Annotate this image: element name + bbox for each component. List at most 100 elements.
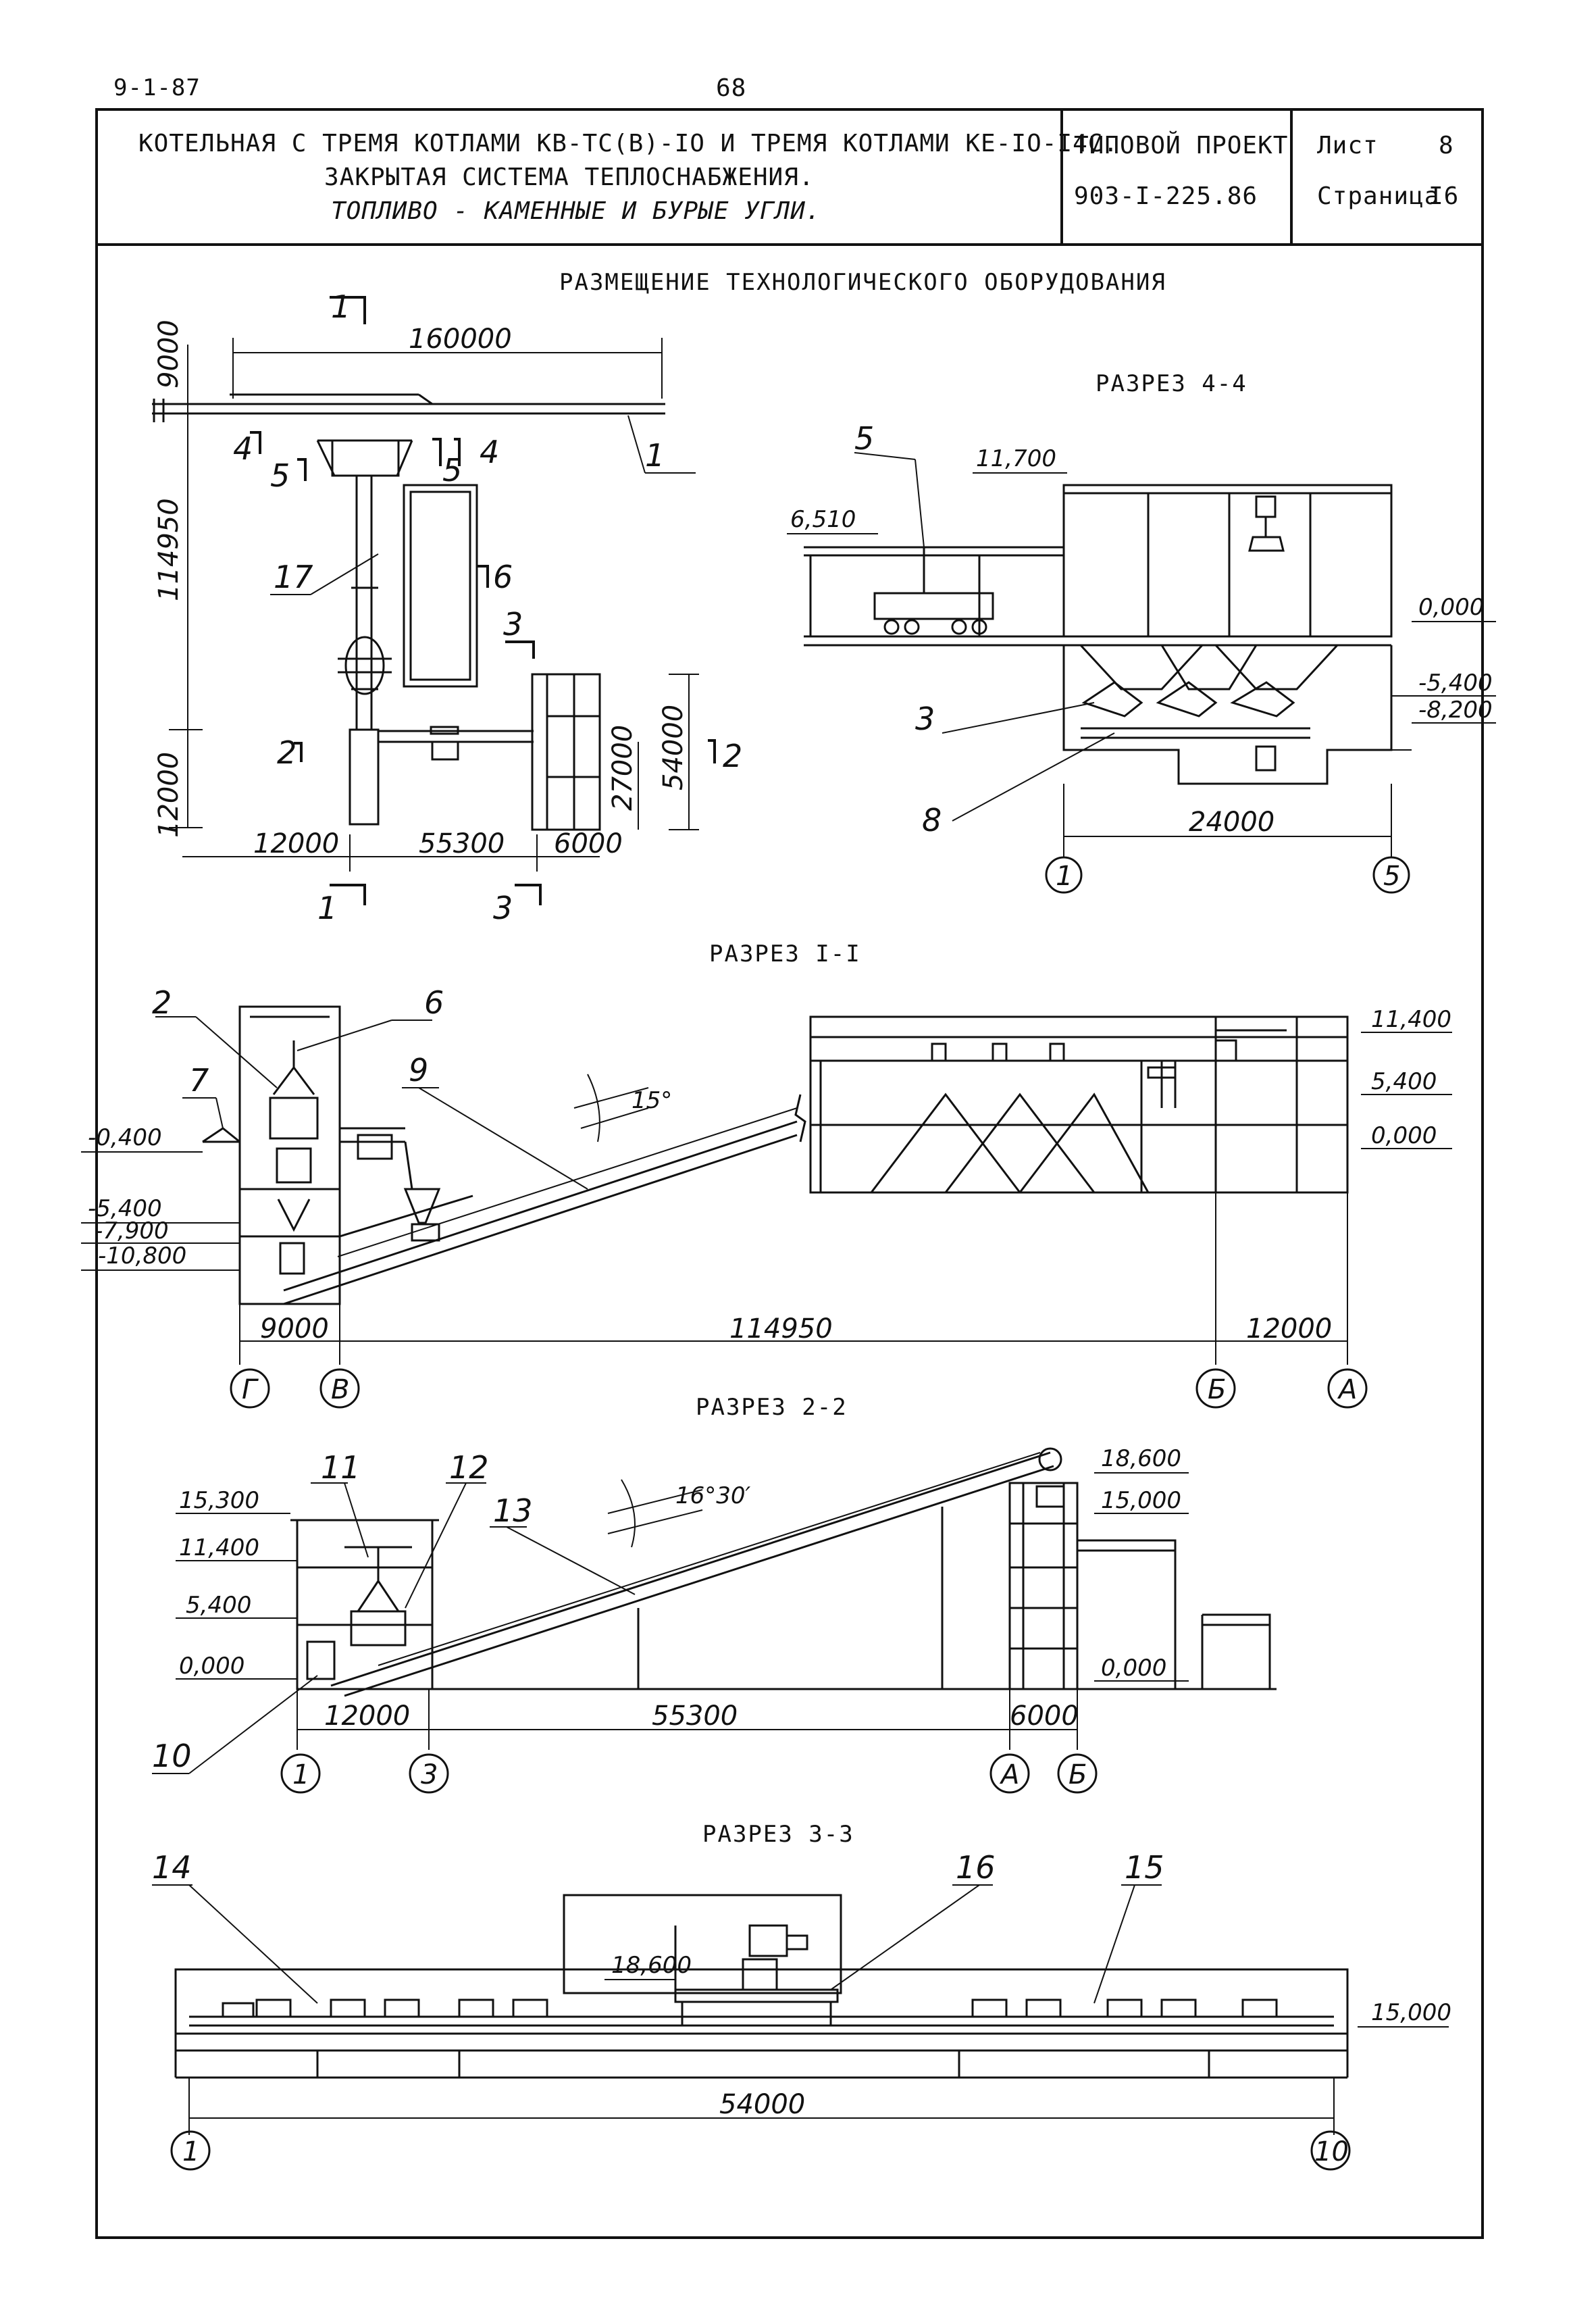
plan-dim-right1: 54000 — [658, 705, 689, 790]
plan-cut-5-right: 5 — [442, 452, 462, 488]
s44-level-8200: -8,200 — [1418, 697, 1493, 724]
plan-callout-17: 17 — [274, 559, 313, 595]
plan-dim-top: 160000 — [409, 324, 512, 355]
drawing-labels: 160000 9000 114950 12000 12000 55300 600… — [88, 288, 1493, 2167]
s11-level-0400: -0,400 — [88, 1124, 162, 1151]
s33-level-15000: 15,000 — [1371, 1999, 1451, 2026]
s33-dim: 54000 — [719, 2089, 805, 2120]
project-label: ТИПОВОЙ ПРОЕКТ — [1074, 132, 1289, 159]
title-line-3: ТОПЛИВО - КАМЕННЫЕ И БУРЫЕ УГЛИ. — [331, 197, 821, 225]
s44-dim: 24000 — [1189, 807, 1275, 838]
s11-callout-9: 9 — [409, 1052, 428, 1088]
section-22-view — [152, 1447, 1277, 1794]
project-number: 903-I-225.86 — [1074, 182, 1258, 210]
plan-view — [152, 296, 716, 905]
plan-dim-bot3: 6000 — [554, 828, 623, 859]
s11-level-10800: -10,800 — [98, 1242, 186, 1269]
section-22-title: РАЗРЕЗ 2-2 — [696, 1394, 848, 1421]
plan-dim-right2: 27000 — [607, 725, 638, 811]
s22-axis-a: А — [999, 1759, 1019, 1790]
s11-callout-6: 6 — [424, 984, 444, 1021]
s44-level-11700: 11,700 — [976, 445, 1056, 472]
s44-level-5400: -5,400 — [1418, 670, 1493, 697]
plan-cut-5-left: 5 — [270, 457, 290, 494]
page-value: I6 — [1428, 182, 1460, 210]
page-label: Страница — [1317, 182, 1440, 210]
s11-axis-a: А — [1337, 1374, 1357, 1405]
section-44-view — [787, 452, 1496, 894]
s11-dim-12000: 12000 — [1246, 1313, 1332, 1344]
s22-dim-55300: 55300 — [652, 1701, 738, 1732]
s44-axis-1: 1 — [1056, 861, 1073, 892]
s22-callout-13: 13 — [493, 1492, 533, 1529]
drawing-main-title: РАЗМЕЩЕНИЕ ТЕХНОЛОГИЧЕСКОГО ОБОРУДОВАНИЯ — [559, 269, 1166, 296]
plan-dim-left-bot: 12000 — [153, 752, 184, 838]
s44-callout-3: 3 — [915, 701, 935, 737]
s22-callout-11: 11 — [321, 1449, 361, 1486]
s44-callout-5: 5 — [854, 420, 874, 457]
s22-callout-10: 10 — [152, 1738, 192, 1774]
s22-axis-b: Б — [1069, 1759, 1087, 1790]
plan-dim-left-mid: 114950 — [153, 498, 184, 601]
s33-axis-10: 10 — [1314, 2136, 1349, 2167]
plan-cut-2-right: 2 — [723, 738, 742, 774]
sheet-label: Лист — [1317, 132, 1379, 159]
s44-level-0000: 0,000 — [1418, 594, 1484, 621]
s11-callout-7: 7 — [189, 1062, 209, 1099]
plan-cut-1-bot: 1 — [317, 890, 337, 926]
s11-dim-9000: 9000 — [260, 1313, 329, 1344]
plan-dim-bot2: 55300 — [419, 828, 505, 859]
s33-level-18600: 18,600 — [611, 1952, 692, 1979]
plan-dim-left-top: 9000 — [153, 320, 184, 388]
s44-callout-8: 8 — [922, 802, 942, 838]
plan-cut-4-right: 4 — [480, 434, 499, 470]
s11-axis-v: В — [331, 1374, 349, 1405]
s11-angle: 15° — [632, 1087, 672, 1114]
s22-level-0000: 0,000 — [179, 1653, 244, 1680]
s22-level-11400: 11,400 — [179, 1534, 259, 1561]
plan-cut-4-left: 4 — [233, 430, 253, 467]
s11-level-7900: -7,900 — [95, 1217, 169, 1244]
section-33-view — [152, 1884, 1449, 2171]
s22-axis-3: 3 — [421, 1759, 438, 1790]
s22-level-15300: 15,300 — [179, 1487, 259, 1514]
title-line-2: ЗАКРЫТАЯ СИСТЕМА ТЕПЛОСНАБЖЕНИЯ. — [324, 164, 815, 191]
s33-axis-1: 1 — [182, 2136, 199, 2167]
s11-axis-b: Б — [1208, 1374, 1226, 1405]
s22-level-15000: 15,000 — [1101, 1487, 1181, 1514]
s11-callout-2: 2 — [152, 984, 172, 1021]
s11-level-11400: 11,400 — [1371, 1006, 1451, 1033]
s11-dim-114950: 114950 — [729, 1313, 833, 1344]
s33-callout-15: 15 — [1125, 1849, 1164, 1886]
s11-axis-g: Г — [242, 1374, 259, 1405]
plan-dim-bot1: 12000 — [253, 828, 339, 859]
s11-level-5400r: 5,400 — [1371, 1068, 1437, 1095]
plan-cut-3-top: 3 — [503, 606, 523, 643]
s22-dim-6000: 6000 — [1010, 1701, 1079, 1732]
plan-cut-6: 6 — [493, 559, 513, 595]
s22-level-5400: 5,400 — [186, 1592, 251, 1619]
s22-level-18600: 18,600 — [1101, 1445, 1181, 1472]
s22-level-0000r: 0,000 — [1101, 1655, 1166, 1682]
plan-cut-1-top: 1 — [331, 288, 351, 325]
plan-callout-1: 1 — [645, 437, 665, 474]
sheet-frame — [95, 108, 1484, 2239]
section-11-title: РАЗРЕЗ I-I — [709, 940, 861, 967]
plan-cut-3-bot: 3 — [493, 890, 513, 926]
s22-callout-12: 12 — [449, 1449, 489, 1486]
s11-level-0000: 0,000 — [1371, 1122, 1437, 1149]
title-line-1: КОТЕЛЬНАЯ С ТРЕМЯ КОТЛАМИ КВ-ТС(В)-IO И … — [138, 130, 1119, 157]
section-44-title: РАЗРЕЗ 4-4 — [1096, 370, 1247, 397]
section-33-title: РАЗРЕЗ 3-3 — [702, 1821, 854, 1848]
s33-callout-14: 14 — [152, 1849, 192, 1886]
s22-axis-1: 1 — [292, 1759, 309, 1790]
s11-level-5400: -5,400 — [88, 1195, 162, 1222]
s22-dim-12000: 12000 — [324, 1701, 410, 1732]
s44-level-6510: 6,510 — [790, 506, 856, 533]
s22-angle: 16°30′ — [675, 1482, 751, 1509]
s33-callout-16: 16 — [956, 1849, 996, 1886]
sheet-value: 8 — [1439, 132, 1454, 159]
plan-cut-2-left: 2 — [277, 734, 297, 771]
series-code: 9-1-87 — [113, 74, 201, 101]
